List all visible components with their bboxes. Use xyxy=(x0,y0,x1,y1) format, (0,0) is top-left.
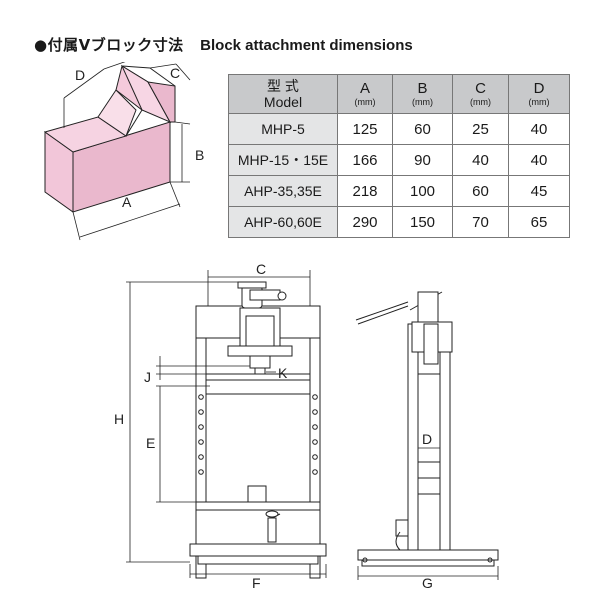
header-a: A (mm) xyxy=(337,74,393,114)
header-a-unit: (mm) xyxy=(354,96,376,107)
press-label-j: J xyxy=(144,369,151,385)
header-model-jp: 型 式 xyxy=(267,78,299,94)
v-block-dimension-lines xyxy=(63,62,191,241)
press-label-k: K xyxy=(278,365,288,381)
v-block-label-d: D xyxy=(75,67,85,83)
cell-c: 60 xyxy=(452,175,509,207)
v-block-label-c: C xyxy=(170,65,180,81)
cell-b: 100 xyxy=(392,175,453,207)
header-d-unit: (mm) xyxy=(528,96,550,107)
cell-a: 166 xyxy=(337,144,393,176)
cell-model: MHP-15・15E xyxy=(228,144,338,176)
press-label-h: H xyxy=(114,411,124,427)
cell-model: AHP-35,35E xyxy=(228,175,338,207)
press-label-d: D xyxy=(422,431,432,447)
title-english: Block attachment dimensions xyxy=(200,37,413,54)
cell-a: 125 xyxy=(337,113,393,145)
cell-d: 40 xyxy=(508,144,570,176)
header-b: B (mm) xyxy=(392,74,453,114)
cell-d: 65 xyxy=(508,206,570,238)
v-block-groove xyxy=(97,89,137,137)
header-d-label: D xyxy=(533,79,545,97)
cell-b: 60 xyxy=(392,113,453,145)
table-row: AHP-60,60E 290 150 70 65 xyxy=(228,206,570,238)
cell-d: 40 xyxy=(508,113,570,145)
press-front-view xyxy=(189,281,327,579)
press-diagram: C H J K E F D G xyxy=(114,262,499,591)
cell-c: 40 xyxy=(452,144,509,176)
press-label-g: G xyxy=(422,575,433,591)
cell-c: 25 xyxy=(452,113,509,145)
cell-d: 45 xyxy=(508,175,570,207)
press-side-dimensions xyxy=(357,447,499,580)
v-block-label-b: B xyxy=(195,147,204,163)
section-header: ●付属Vブロック寸法 Block attachment dimensions xyxy=(34,34,413,55)
block-dimension-table: 型 式 Model A (mm) B (mm) C (mm) D (mm) MH… xyxy=(228,74,570,238)
v-block-diagram: D C B A xyxy=(43,62,204,241)
cell-b: 150 xyxy=(392,206,453,238)
press-side-view xyxy=(355,291,499,567)
header-c: C (mm) xyxy=(452,74,509,114)
table-row: MHP-5 125 60 25 40 xyxy=(228,113,570,145)
header-c-unit: (mm) xyxy=(470,96,491,107)
cell-model: MHP-5 xyxy=(228,113,338,145)
cell-c: 70 xyxy=(452,206,509,238)
cell-model: AHP-60,60E xyxy=(228,206,338,238)
press-label-f: F xyxy=(252,575,261,591)
press-label-e: E xyxy=(146,435,155,451)
header-c-label: C xyxy=(475,79,486,97)
table-row: MHP-15・15E 166 90 40 40 xyxy=(228,144,570,176)
v-block-label-a: A xyxy=(122,194,132,210)
title-japanese: ●付属Vブロック寸法 xyxy=(34,36,184,54)
table-row: AHP-35,35E 218 100 60 45 xyxy=(228,175,570,207)
header-b-unit: (mm) xyxy=(412,96,433,107)
press-label-c: C xyxy=(256,262,266,277)
table-header-row: 型 式 Model A (mm) B (mm) C (mm) D (mm) xyxy=(228,74,570,114)
header-model: 型 式 Model xyxy=(228,74,338,114)
press-front-dimensions xyxy=(126,270,327,578)
cell-a: 218 xyxy=(337,175,393,207)
header-model-en: Model xyxy=(263,94,303,110)
header-a-label: A xyxy=(359,79,370,97)
header-d: D (mm) xyxy=(508,74,570,114)
header-b-label: B xyxy=(417,79,428,97)
cell-a: 290 xyxy=(337,206,393,238)
cell-b: 90 xyxy=(392,144,453,176)
